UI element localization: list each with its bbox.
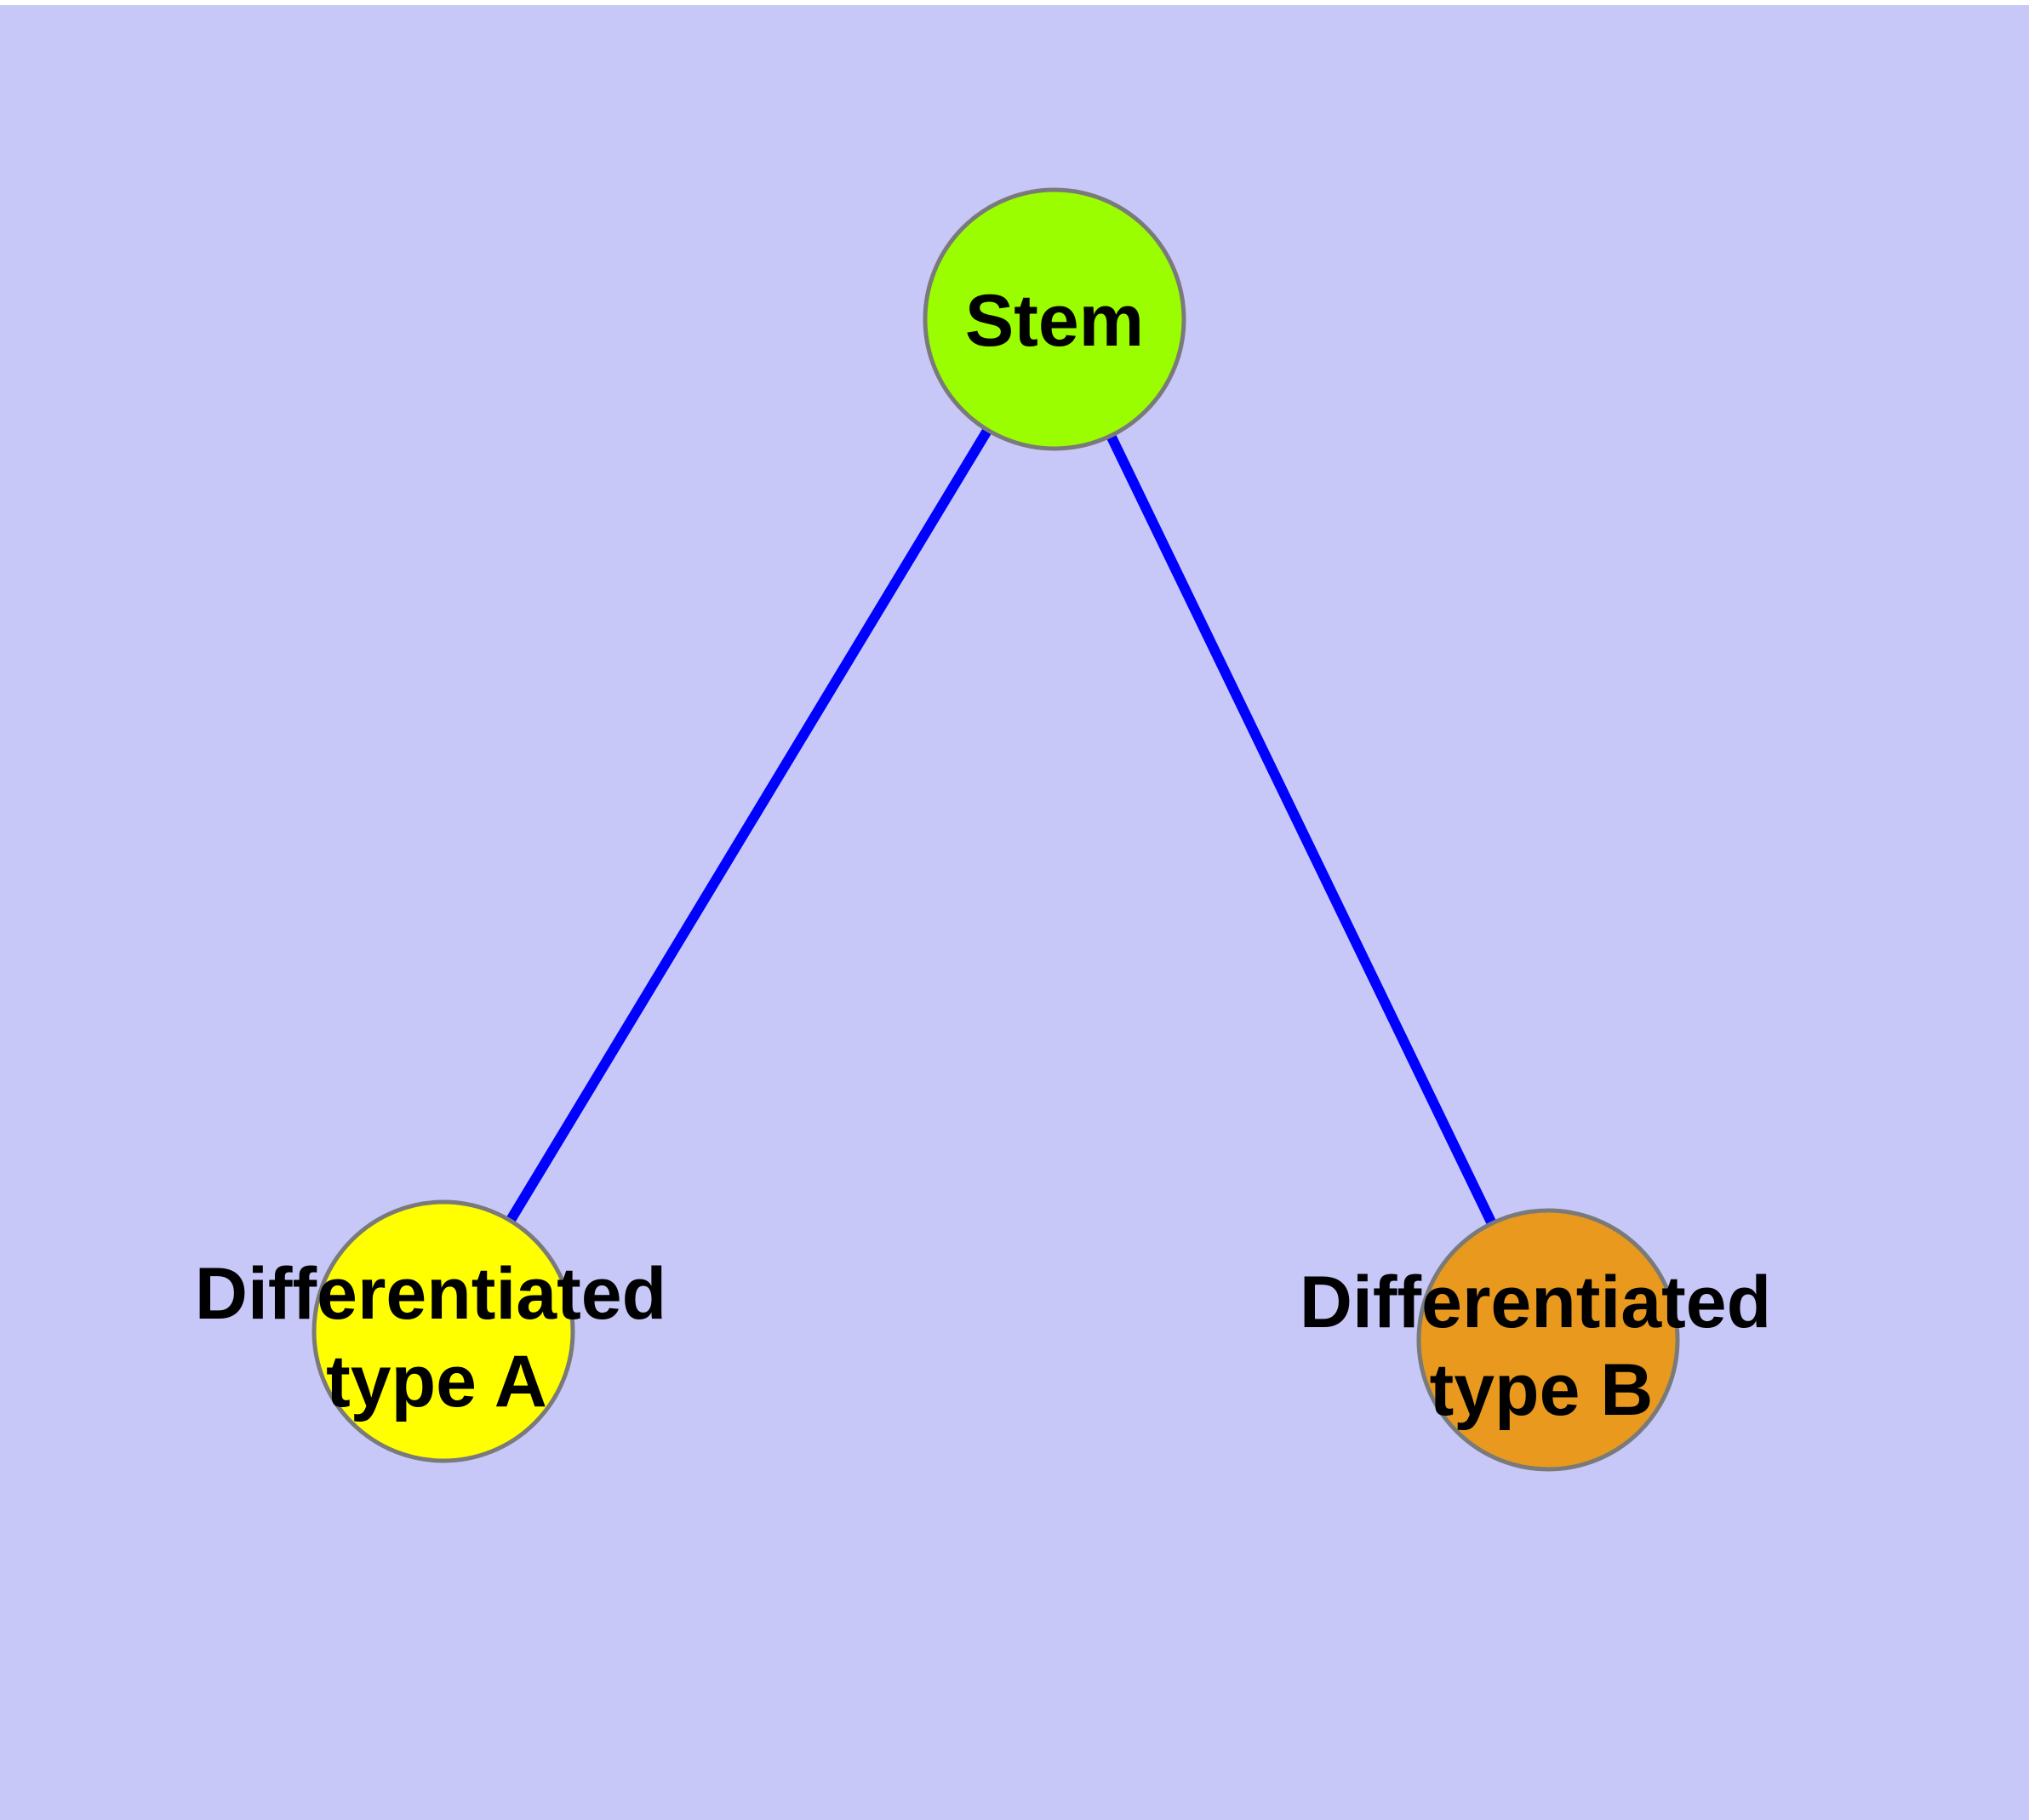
- node-stem-circle: [923, 187, 1186, 451]
- node-type-b-label-line2: type B: [1430, 1349, 1654, 1431]
- node-type-a-label-line2: type A: [326, 1341, 547, 1422]
- node-type-b-circle: [1416, 1208, 1680, 1472]
- edge-stem-to-type-a: [438, 316, 1060, 1335]
- node-type-a-circle: [311, 1199, 575, 1463]
- top-margin-strip: [0, 0, 2029, 5]
- node-type-b-label-line1: Differentiated: [1300, 1262, 1771, 1343]
- node-type-a-label-line1: Differentiated: [195, 1253, 666, 1335]
- node-stem-label: Stem: [965, 280, 1144, 362]
- edge-stem-to-type-b: [1049, 317, 1553, 1342]
